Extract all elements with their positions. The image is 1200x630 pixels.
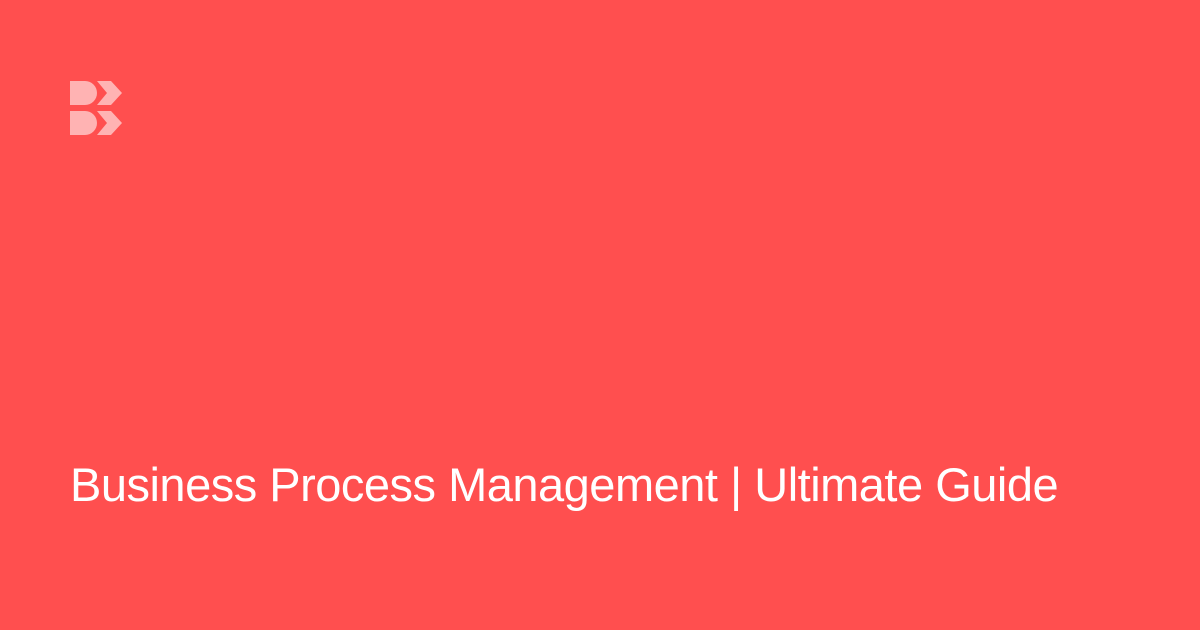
brand-logo-icon: [70, 81, 122, 135]
page-title: Business Process Management | Ultimate G…: [70, 458, 1059, 511]
